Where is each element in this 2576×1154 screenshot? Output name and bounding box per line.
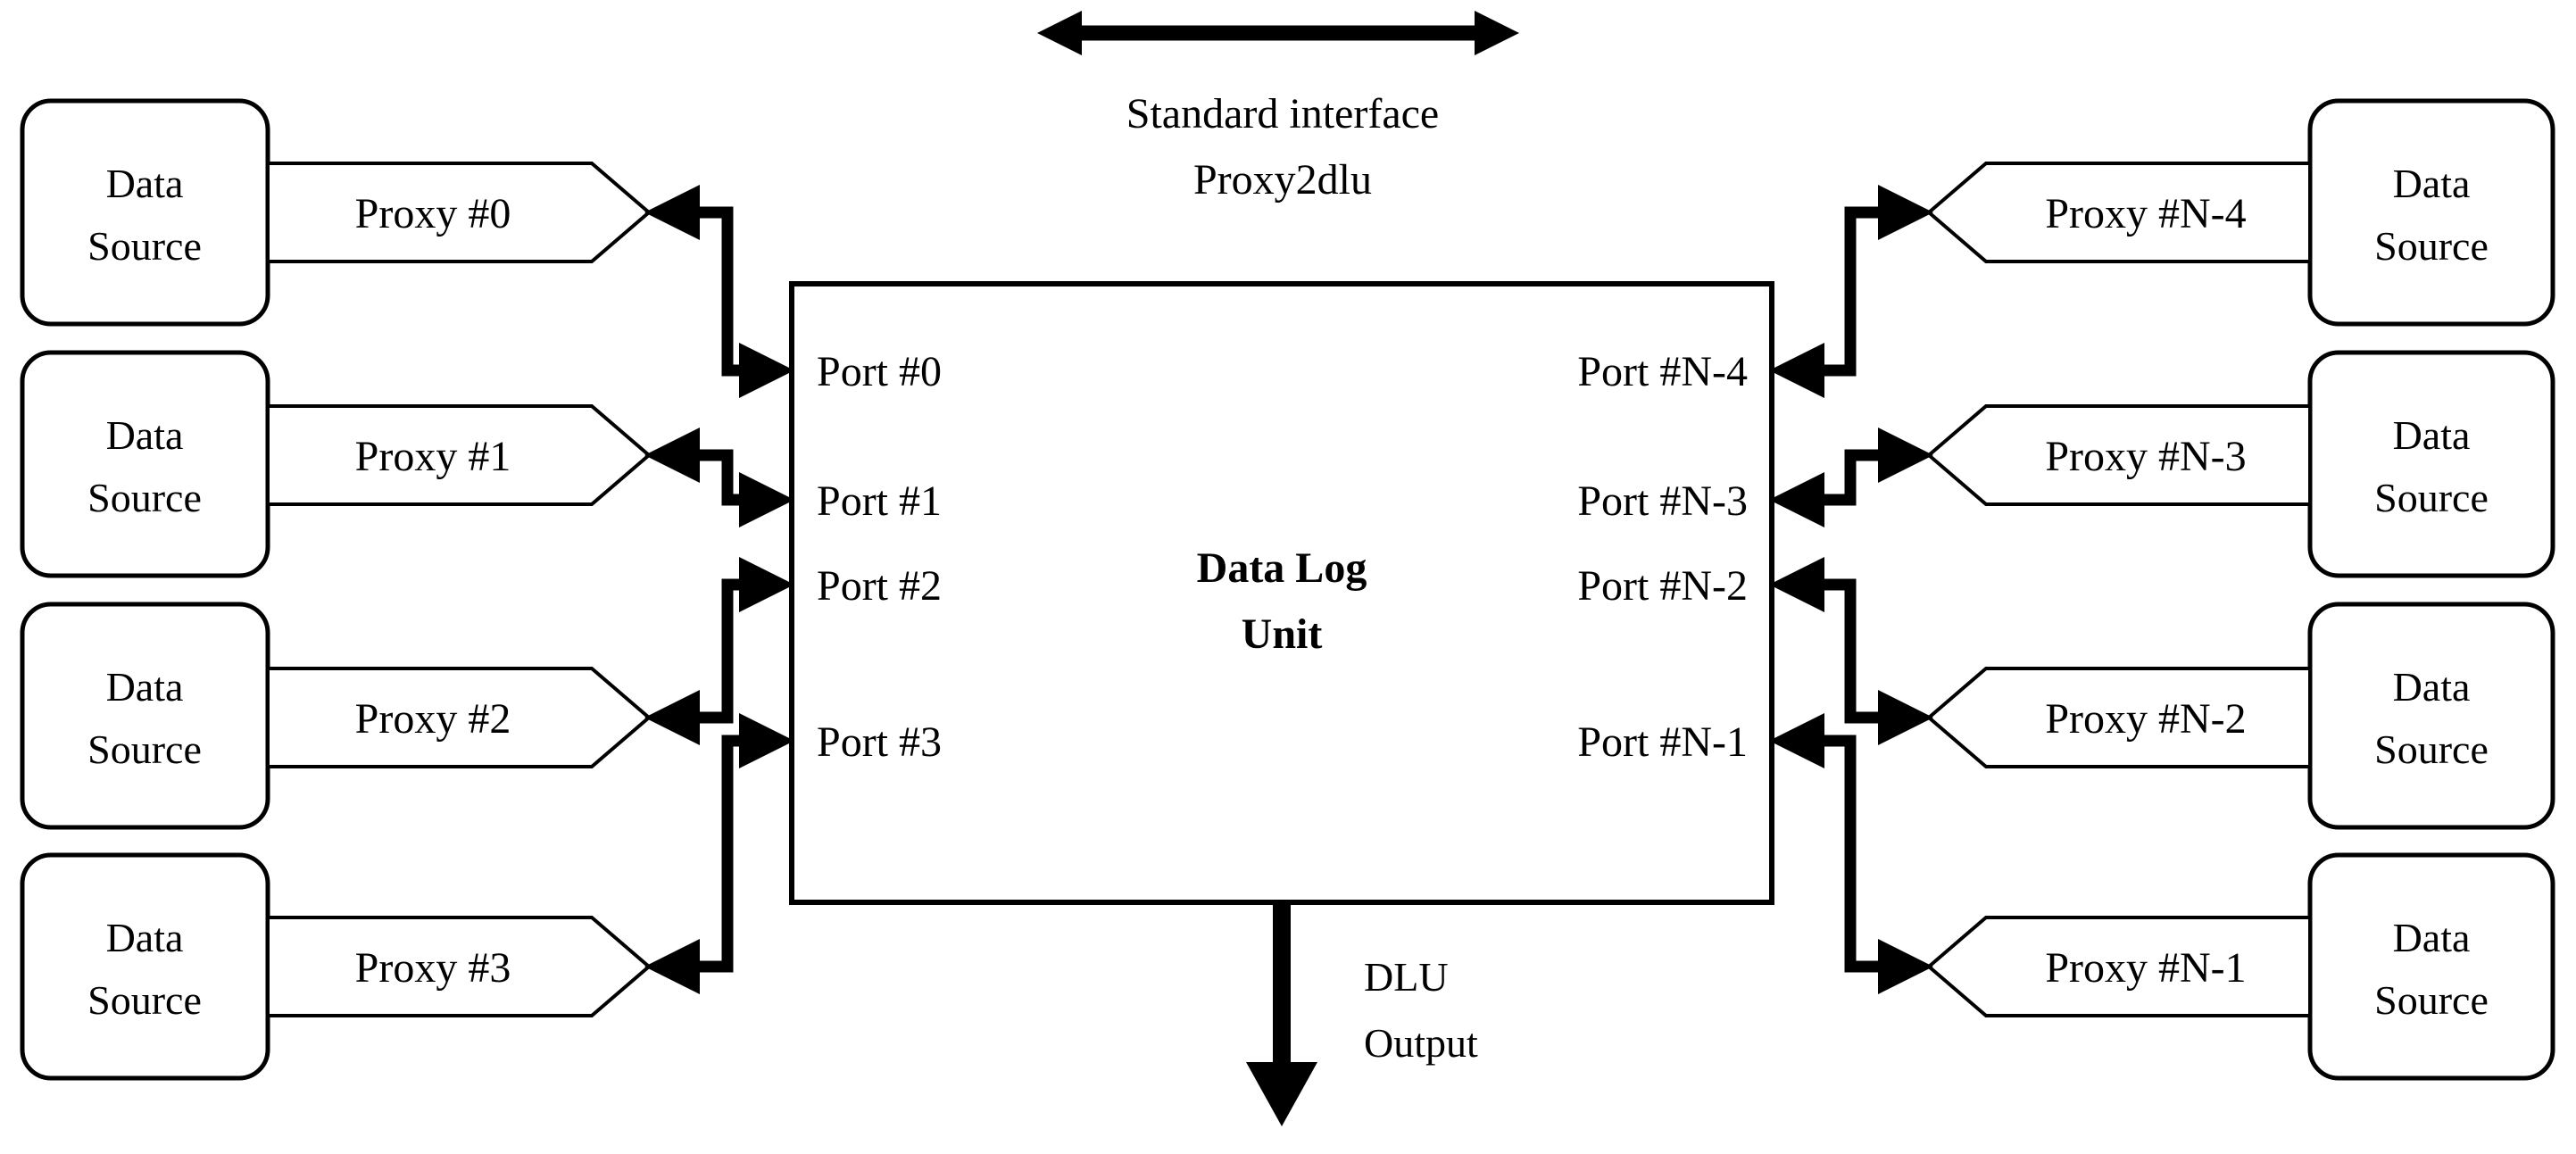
dlu-output-arrow-icon [1246,902,1317,1126]
data-log-unit-label-line1: Data Log [1197,544,1367,592]
proxy-label: Proxy #3 [355,944,511,992]
proxy-label: Proxy #1 [355,433,511,480]
standard-interface-label-line2: Proxy2dlu [1193,156,1372,203]
proxy-label: Proxy #N-4 [2045,190,2246,237]
data-source-label-line1: Data [2393,664,2471,710]
data-source-box [20,98,270,327]
data-source-box [2307,852,2555,1081]
proxy-shape [266,667,652,768]
data-source-label-line1: Data [2393,915,2471,960]
data-source-label-line2: Source [2374,223,2489,269]
standard-interface-arrow-icon [1037,11,1519,55]
right-row-0: Data Source Proxy #N-4 [1925,98,2555,327]
data-log-unit-label-line2: Unit [1242,610,1323,658]
proxy-shape [266,162,652,263]
data-source-box [20,852,270,1081]
port-label-right-1: Port #N-3 [1577,477,1748,525]
port-label-right-2: Port #N-2 [1577,562,1748,610]
port-label-left-3: Port #3 [817,718,942,766]
port-label-right-3: Port #N-1 [1577,718,1748,766]
dlu-output-label-line1: DLU [1364,954,1449,1000]
data-source-box [2307,602,2555,830]
left-row-1: Data Source Proxy #1 [20,350,652,578]
data-source-label-line1: Data [106,161,184,206]
proxy-shape [266,404,652,506]
proxy-label: Proxy #N-2 [2045,695,2246,743]
connector-right-0 [1769,185,1933,398]
right-row-1: Data Source Proxy #N-3 [1925,350,2555,578]
dlu-output-label-line2: Output [1364,1020,1478,1066]
connector-left-0 [644,185,794,398]
data-source-label-line2: Source [87,223,202,269]
proxy-label: Proxy #0 [355,190,511,237]
data-source-label-line2: Source [87,475,202,520]
left-row-2: Data Source Proxy #2 [20,602,652,830]
right-row-2: Data Source Proxy #N-2 [1925,602,2555,830]
proxy-shape [266,916,652,1017]
port-label-left-0: Port #0 [817,348,942,395]
proxy-shape [1925,162,2312,263]
port-label-left-2: Port #2 [817,562,942,610]
data-source-label-line1: Data [106,664,184,710]
data-source-box [20,602,270,830]
data-log-unit-box [789,281,1774,905]
connector-right-3 [1769,713,1933,994]
proxy-label: Proxy #N-3 [2045,433,2246,480]
data-source-label-line1: Data [106,915,184,960]
data-source-label-line1: Data [2393,161,2471,206]
proxy-shape [1925,404,2312,506]
data-source-label-line1: Data [106,412,184,458]
data-source-label-line2: Source [2374,475,2489,520]
standard-interface-label-line1: Standard interface [1126,90,1439,137]
left-row-3: Data Source Proxy #3 [20,852,652,1081]
data-source-box [2307,98,2555,327]
connector-left-2 [644,557,794,745]
connector-right-1 [1769,428,1933,527]
data-source-label-line2: Source [2374,977,2489,1023]
left-row-0: Data Source Proxy #0 [20,98,652,327]
data-source-label-line2: Source [87,726,202,772]
data-source-label-line2: Source [87,977,202,1023]
data-source-label-line1: Data [2393,412,2471,458]
proxy-shape [1925,916,2312,1017]
proxy-label: Proxy #2 [355,695,511,743]
connector-left-1 [644,428,794,527]
data-source-label-line2: Source [2374,726,2489,772]
proxy-shape [1925,667,2312,768]
connector-right-2 [1769,557,1933,745]
data-source-box [20,350,270,578]
proxy-label: Proxy #N-1 [2045,944,2246,992]
port-label-left-1: Port #1 [817,477,942,525]
right-row-3: Data Source Proxy #N-1 [1925,852,2555,1081]
connector-left-3 [644,713,794,994]
data-source-box [2307,350,2555,578]
port-label-right-0: Port #N-4 [1577,348,1748,395]
